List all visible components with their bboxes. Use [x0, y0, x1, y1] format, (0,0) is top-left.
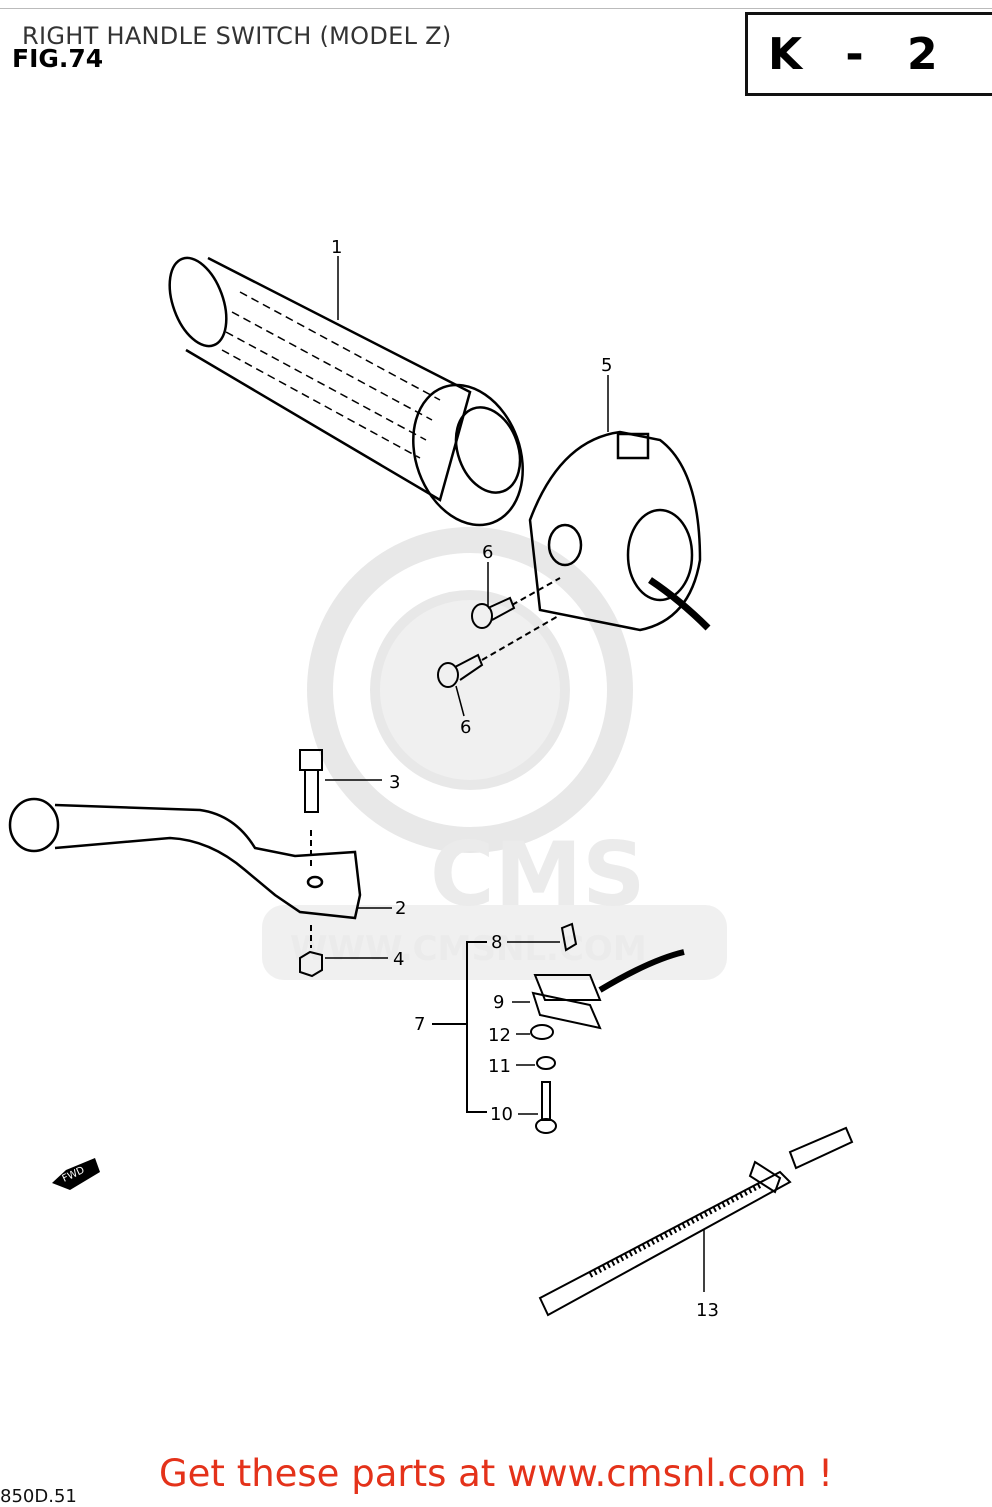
- part-label-11: 11: [488, 1056, 511, 1077]
- lever-pivot-bolt: [299, 749, 323, 870]
- reference-code: K - 2: [768, 29, 952, 80]
- part-label-4: 4: [393, 949, 404, 970]
- part-label-6-lower: 6: [460, 717, 471, 738]
- part-label-2: 2: [395, 898, 406, 919]
- switch-housing: [528, 430, 711, 632]
- part-label-12: 12: [488, 1025, 511, 1046]
- part-label-3: 3: [389, 772, 400, 793]
- part-label-9: 9: [493, 992, 504, 1013]
- brake-switch-parts: [530, 922, 685, 1134]
- part-label-7: 7: [414, 1014, 425, 1035]
- part-label-5: 5: [601, 355, 612, 376]
- brake-lever: [8, 797, 362, 920]
- forward-direction-marker: FWD: [52, 1158, 100, 1190]
- reference-box: K - 2: [745, 12, 992, 96]
- top-rule: [0, 8, 992, 9]
- part-label-8: 8: [491, 932, 502, 953]
- cms-watermark: CMS WWW.CMSNL.COM: [262, 527, 727, 980]
- part-label-6-upper: 6: [482, 542, 493, 563]
- watermark-brand: CMS: [430, 823, 646, 926]
- page-title: RIGHT HANDLE SWITCH (MODEL Z): [22, 22, 452, 50]
- screw-lower: [437, 614, 561, 688]
- part-label-1: 1: [331, 237, 342, 258]
- figure-number: FIG.74: [12, 44, 104, 73]
- watermark-url: WWW.CMSNL.COM: [290, 929, 647, 969]
- cable-tie: [538, 1126, 854, 1317]
- part-label-13: 13: [696, 1300, 719, 1321]
- drawing-code: 850D.51: [0, 1486, 77, 1507]
- throttle-grip: [168, 256, 524, 527]
- get-parts-link[interactable]: Get these parts at www.cmsnl.com !: [158, 1452, 833, 1495]
- switch-assembly-bracket: [432, 941, 487, 1113]
- screw-upper: [471, 577, 561, 629]
- lever-nut: [299, 925, 323, 978]
- leader-lines: [325, 256, 705, 1292]
- part-label-10: 10: [490, 1104, 513, 1125]
